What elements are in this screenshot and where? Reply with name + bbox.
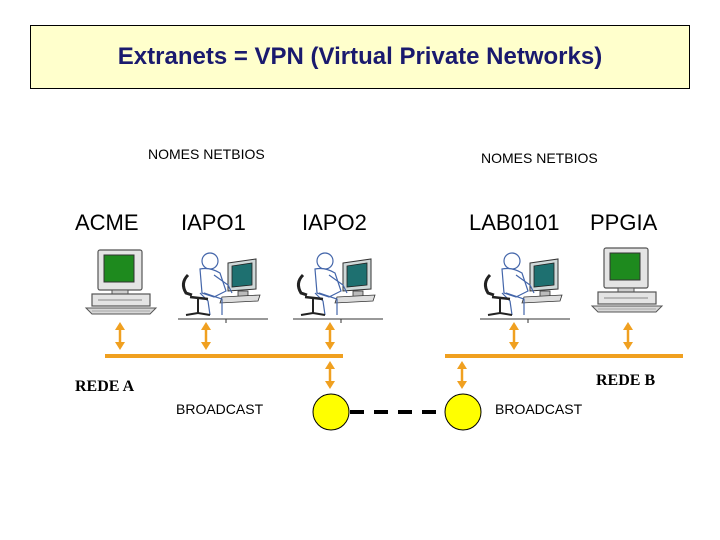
router-node-b	[444, 393, 482, 431]
host-label-iapo2: IAPO2	[302, 210, 367, 235]
title-box: Extranets = VPN (Virtual Private Network…	[30, 25, 690, 89]
host-label-iapo1: IAPO1	[181, 210, 246, 235]
computer-icon-acme	[85, 249, 157, 315]
link-arrow-router-a	[323, 359, 337, 391]
host-label-acme: ACME	[75, 210, 139, 235]
link-arrow-ppgia	[621, 320, 635, 352]
router-node-a	[312, 393, 350, 431]
link-arrow-acme	[113, 320, 127, 352]
link-arrow-router-b	[455, 359, 469, 391]
host-label-lab0101: LAB0101	[469, 210, 560, 235]
slide-title: Extranets = VPN (Virtual Private Network…	[117, 43, 603, 70]
broadcast-label-left: BROADCAST	[176, 401, 264, 417]
network-a-label: REDE A	[75, 378, 135, 395]
broadcast-label-right: BROADCAST	[495, 401, 583, 417]
host-label-ppgia: PPGIA	[590, 210, 658, 235]
computer-icon-ppgia	[591, 247, 663, 313]
netbios-label-right: NOMES NETBIOS	[481, 150, 598, 166]
workstation-icon-lab0101	[478, 251, 572, 325]
workstation-icon-iapo1	[176, 251, 270, 325]
netbios-label-left: NOMES NETBIOS	[148, 146, 265, 162]
link-arrow-iapo2	[323, 320, 337, 352]
network-b-label: REDE B	[596, 372, 656, 389]
link-arrow-lab0101	[507, 320, 521, 352]
link-arrow-iapo1	[199, 320, 213, 352]
workstation-icon-iapo2	[291, 251, 385, 325]
